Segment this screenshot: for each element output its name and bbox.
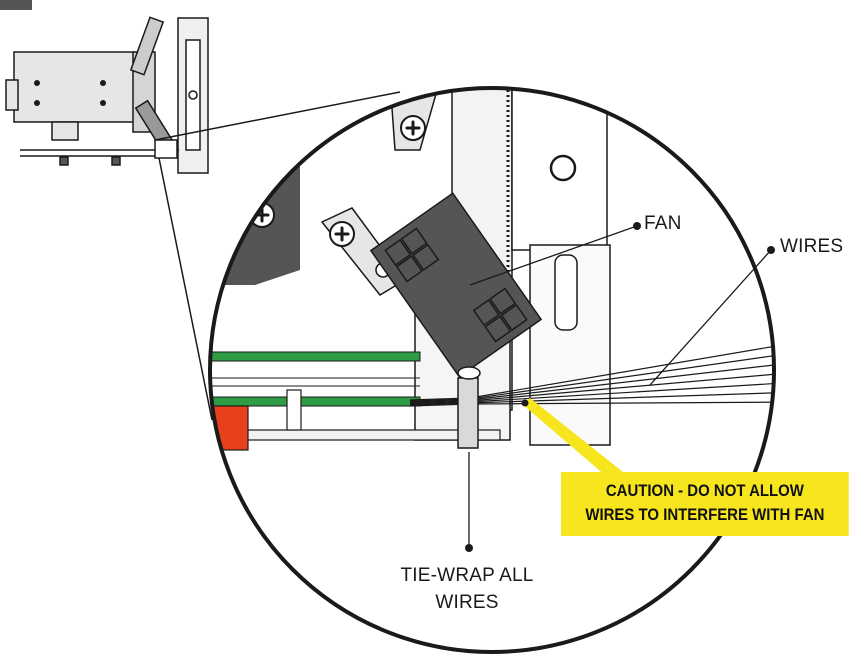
callout-leaders [468, 225, 772, 548]
tie-wrap [457, 377, 479, 449]
overview-rail-hole [188, 90, 198, 100]
mounting-hole [549, 154, 577, 182]
leader-dot-icon [633, 222, 641, 230]
overview-bracket [129, 16, 165, 76]
zoom-leader-bottom [158, 157, 213, 421]
leader-dot-icon [521, 399, 529, 407]
circuit-board-lower [210, 396, 421, 407]
magnified-view [210, 88, 774, 652]
overview-housing-tab [5, 79, 19, 111]
overview-assembly [5, 16, 209, 174]
fan-label: FAN [644, 213, 682, 234]
tie-wrap-label-line2: WIRES [435, 592, 499, 613]
magnifier-circle [208, 86, 776, 654]
caution-line1: CAUTION - DO NOT ALLOW [605, 481, 804, 500]
caution-line2: WIRES TO INTERFERE WITH FAN [585, 505, 825, 524]
corner-tab [0, 0, 32, 10]
phillips-screw-icon [399, 114, 427, 142]
overview-zoom-target [154, 139, 178, 159]
circuit-board-upper [210, 351, 421, 362]
overview-holes [34, 80, 106, 106]
tie-wrap-label: TIE-WRAP ALL WIRES [372, 562, 562, 616]
phillips-screw-icon [328, 220, 356, 248]
overview-wires [20, 149, 175, 157]
fan-leader-line [469, 225, 638, 286]
caution-callout: CAUTION - DO NOT ALLOW WIRES TO INTERFER… [561, 472, 849, 536]
wires-label: WIRES [780, 236, 844, 257]
fan [369, 192, 543, 378]
zoom-leaders [154, 91, 401, 421]
zoom-leader-top [154, 91, 401, 141]
leader-dot-icon [465, 544, 473, 552]
tie-wrap-label-line1: TIE-WRAP ALL [400, 565, 534, 586]
leader-dot-icon [767, 246, 775, 254]
caution-pointer [522, 398, 628, 476]
overview-housing [13, 51, 135, 123]
overview-foot [51, 121, 79, 141]
wires-leader-line [649, 249, 772, 386]
